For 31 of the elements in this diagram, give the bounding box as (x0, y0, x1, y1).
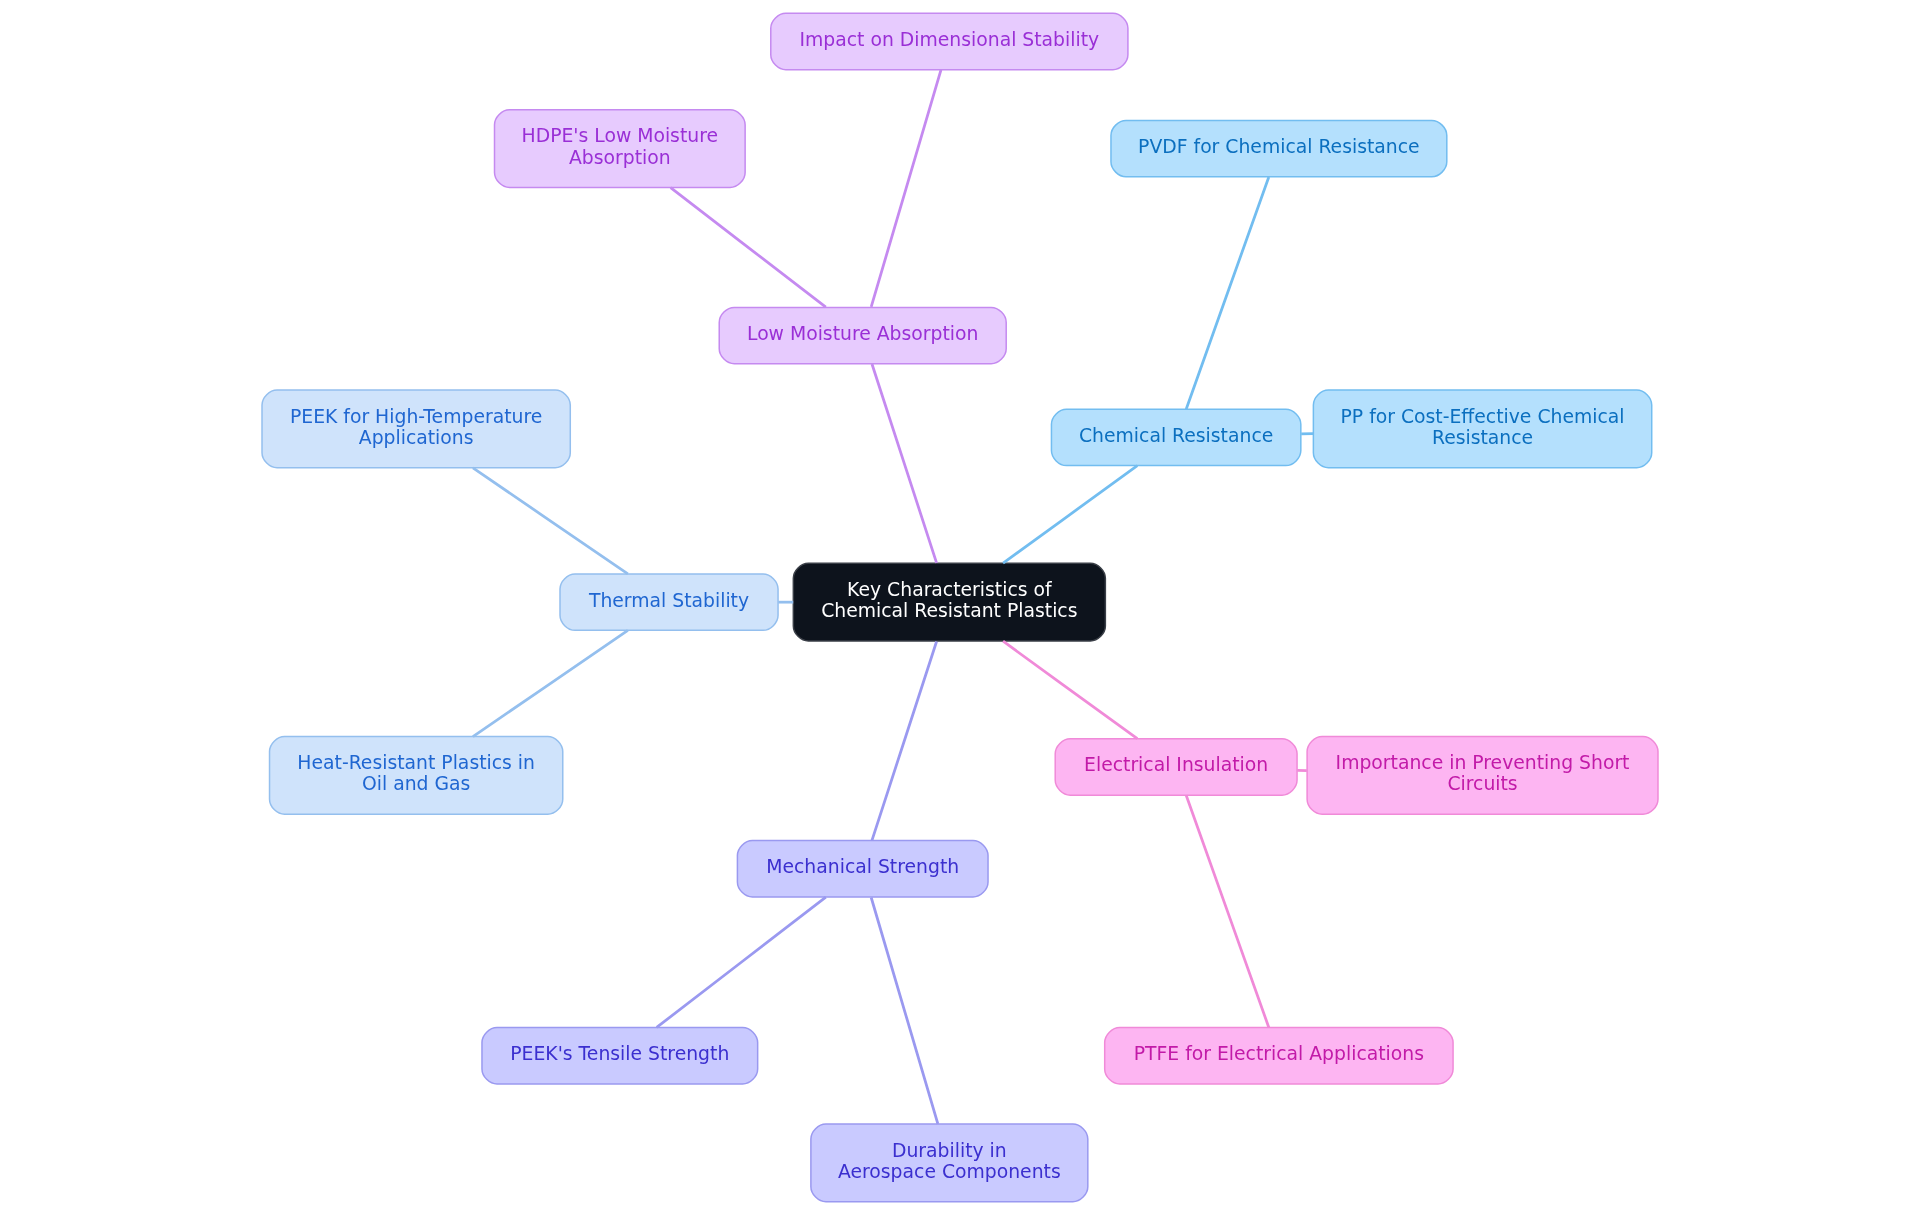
node-box: Thermal Stability (559, 573, 779, 632)
node-box: PP for Cost-Effective Chemical Resistance (1312, 389, 1653, 469)
connector (869, 69, 943, 308)
connector (1002, 464, 1139, 565)
connector (1184, 176, 1271, 410)
connector (1297, 768, 1307, 772)
node-box: PVDF for Chemical Resistance (1110, 119, 1448, 178)
node-box: Low Moisture Absorption (718, 306, 1007, 365)
node-box: Mechanical Strength (736, 839, 989, 898)
node-box: HDPE's Low Moisture Absorption (493, 109, 746, 189)
node-box: PEEK's Tensile Strength (481, 1026, 759, 1085)
node-box: PEEK for High-Temperature Applications (261, 389, 572, 469)
connector (1002, 640, 1139, 740)
connector (655, 896, 827, 1029)
connector (669, 186, 827, 309)
node-box: Chemical Resistance (1050, 408, 1302, 467)
node-box: Heat-Resistant Plastics in Oil and Gas (268, 735, 564, 816)
connector (778, 600, 794, 604)
connector (869, 897, 940, 1125)
node-box: Key Characteristics of Chemical Resistant Plastics (792, 562, 1107, 642)
connector (472, 629, 629, 738)
connector (1301, 432, 1314, 436)
connector (1184, 794, 1271, 1028)
node-box: PTFE for Electrical Applications (1103, 1026, 1454, 1085)
node-box: Impact on Dimensional Stability (770, 12, 1129, 71)
connector (870, 641, 938, 841)
node-box: Importance in Preventing Short Circuits (1306, 735, 1659, 816)
connector (870, 363, 938, 564)
connector (472, 466, 629, 576)
node-box: Durability in Aerospace Components (810, 1123, 1089, 1203)
node-box: Electrical Insulation (1054, 738, 1298, 796)
